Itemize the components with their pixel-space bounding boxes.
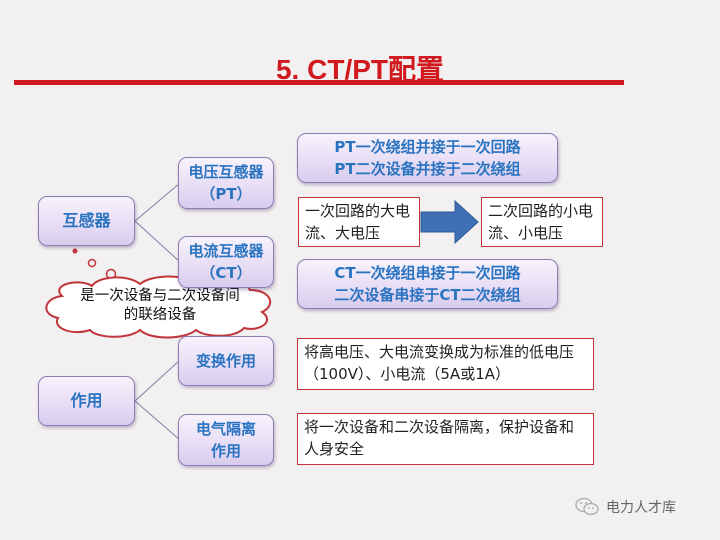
node-function: 作用 xyxy=(38,376,135,426)
pt-desc-line-1: PT一次绕组并接于一次回路 xyxy=(334,138,521,156)
ct-desc-line-1: CT一次绕组串接于一次回路 xyxy=(334,264,521,282)
ct-desc-line-2: 二次设备串接于CT二次绕组 xyxy=(334,286,521,304)
watermark-text: 电力人才库 xyxy=(606,500,676,516)
primary-circuit-box: 一次回路的大电流、大电压 xyxy=(298,197,420,247)
node-transformer: 互感器 xyxy=(38,196,135,246)
node-transform: 变换作用 xyxy=(178,336,274,386)
secondary-circuit-box: 二次回路的小电流、小电压 xyxy=(481,197,603,247)
title-underline xyxy=(14,80,624,85)
cloud-note: 是一次设备与二次设备间的联络设备 xyxy=(80,288,240,323)
page-title: 5. CT/PT配置 xyxy=(275,54,444,85)
arrow-right-icon xyxy=(420,199,479,245)
node-pt: 电压互感器（PT） xyxy=(178,157,274,209)
pt-description: PT一次绕组并接于一次回路 PT二次设备并接于二次绕组 xyxy=(297,133,558,183)
node-isolation: 电气隔离作用 xyxy=(178,414,274,466)
transform-description: 将高电压、大电流变换成为标准的低电压（100V）、小电流（5A或1A） xyxy=(297,338,594,390)
wechat-icon xyxy=(575,497,599,516)
isolation-description: 将一次设备和二次设备隔离，保护设备和人身安全 xyxy=(297,413,594,465)
node-ct: 电流互感器（CT） xyxy=(178,236,274,288)
pt-desc-line-2: PT二次设备并接于二次绕组 xyxy=(334,160,521,178)
ct-description: CT一次绕组串接于一次回路 二次设备串接于CT二次绕组 xyxy=(297,259,558,309)
watermark: 电力人才库 xyxy=(574,497,676,517)
cloud-callout xyxy=(45,275,272,339)
